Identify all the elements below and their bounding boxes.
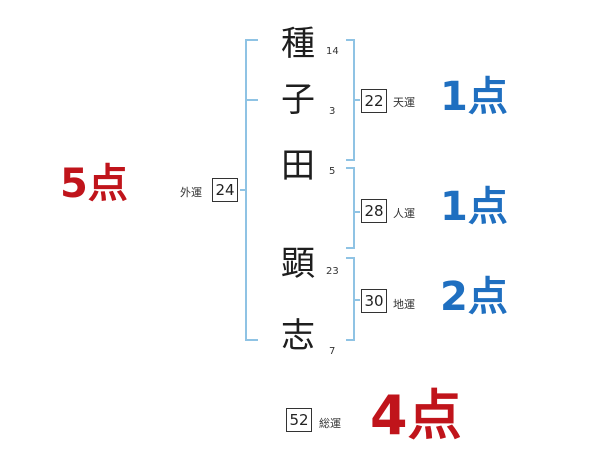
stroke-count-2: 3: [329, 106, 336, 117]
jin-score: 1点: [440, 184, 508, 230]
gai-score: 5点: [60, 161, 128, 207]
gai-value-box: 24: [212, 178, 238, 202]
chi-value-box: 30: [361, 289, 387, 313]
chi-score: 2点: [440, 274, 508, 320]
ten-label: 天運: [393, 96, 415, 109]
chi-bracket: [346, 257, 360, 341]
ten-score: 1点: [440, 74, 508, 120]
jin-label: 人運: [393, 207, 415, 220]
gai-label: 外運: [180, 186, 202, 199]
name-char-3: 田: [281, 146, 315, 186]
chi-label: 地運: [393, 298, 415, 311]
stroke-count-1: 14: [326, 46, 339, 57]
name-char-1: 種: [281, 24, 315, 64]
ten-bracket: [346, 39, 360, 161]
stroke-count-4: 23: [326, 266, 339, 277]
name-char-4: 顕: [281, 244, 315, 284]
total-value-box: 52: [286, 408, 312, 432]
total-label: 総運: [319, 417, 341, 430]
jin-bracket: [346, 167, 360, 249]
name-char-2: 子: [281, 80, 315, 120]
name-char-5: 志: [281, 316, 315, 356]
jin-value-box: 28: [361, 199, 387, 223]
stroke-count-3: 5: [329, 166, 336, 177]
stroke-count-5: 7: [329, 346, 336, 357]
total-score: 4点: [370, 384, 462, 447]
outer-bracket: [240, 39, 258, 341]
ten-value-box: 22: [361, 89, 387, 113]
